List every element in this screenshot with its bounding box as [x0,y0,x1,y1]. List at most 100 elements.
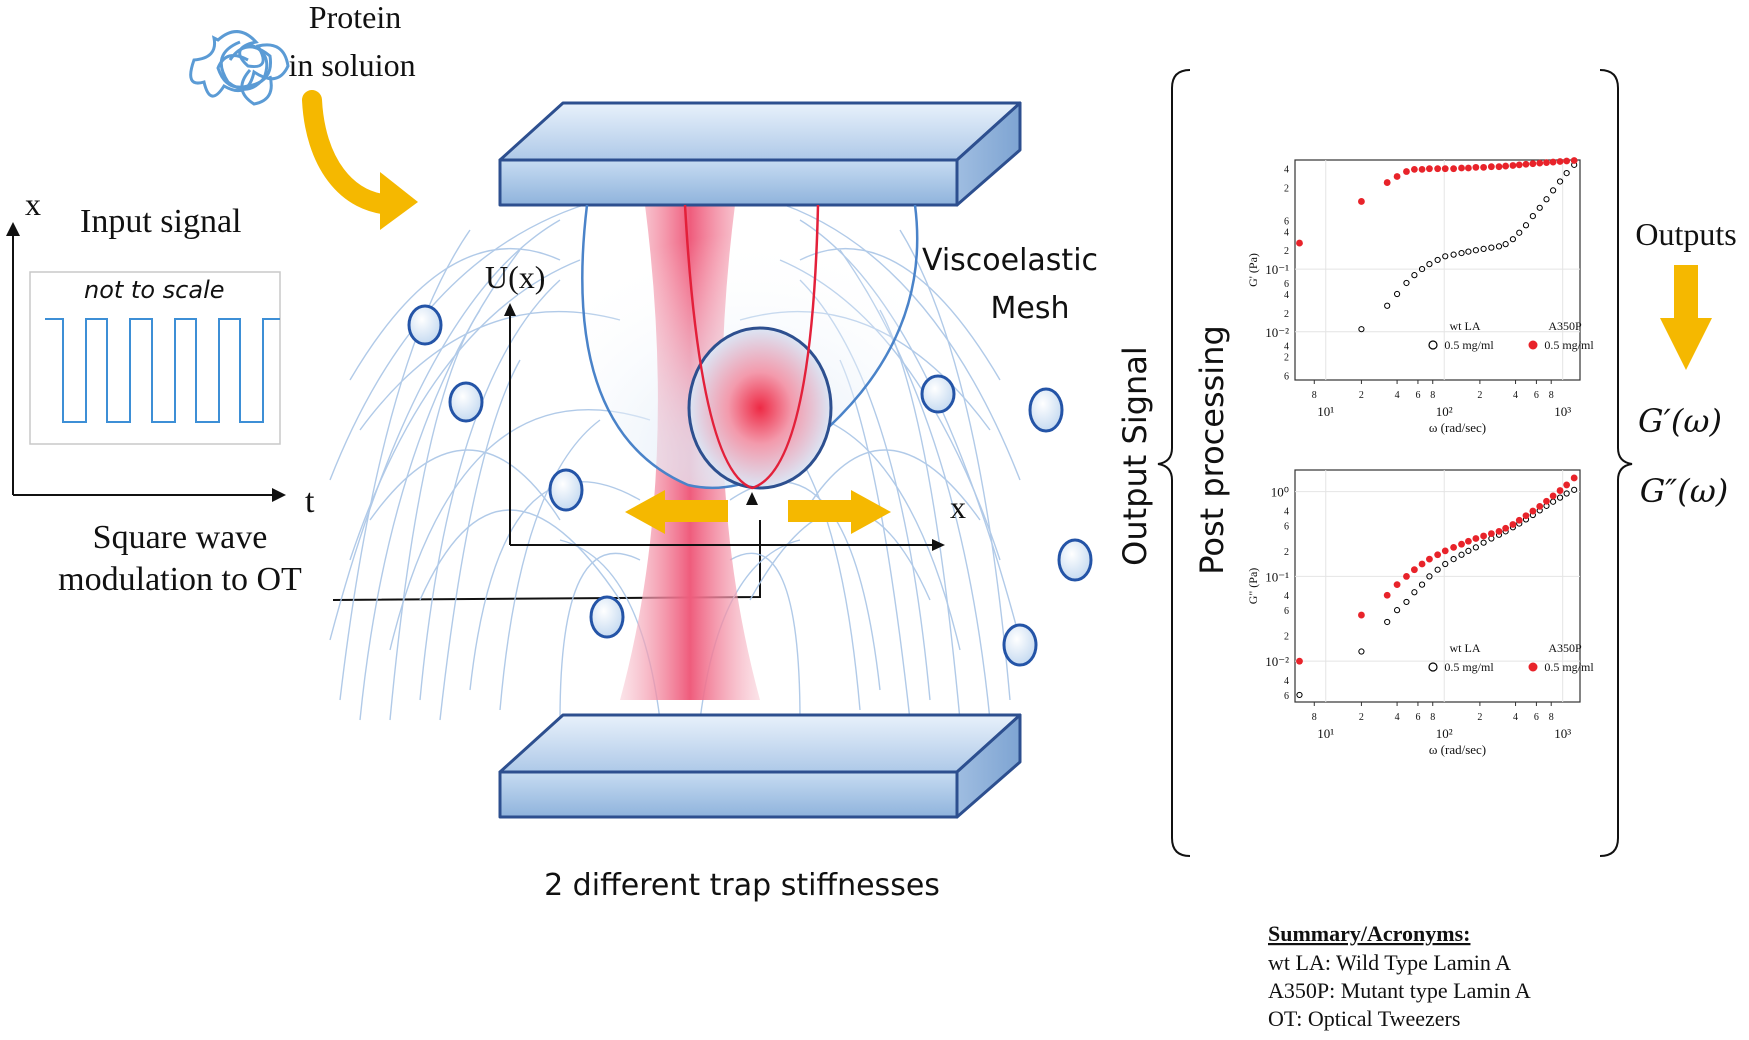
data-point-wt-la [1384,302,1391,309]
outputs-arrow-shaft [1674,265,1698,321]
data-point-a350p [1529,507,1537,515]
data-point-wt-la [1403,598,1410,606]
data-point-a350p [1543,497,1550,505]
summary-line-3: OT: Optical Tweezers [1268,1006,1460,1031]
legend-sub: 0.5 mg/ml [1444,338,1494,352]
legend-name: wt LA [1450,319,1481,333]
data-point-wt-la [1411,589,1418,596]
position-axis-label: x [950,489,966,525]
x-minor-label: 4 [1513,712,1518,723]
x-minor-label: 6 [1415,712,1420,723]
x-minor-label: 4 [1395,712,1400,723]
data-point-a350p [1458,164,1465,172]
legend-marker-filled [1528,662,1538,672]
data-point-wt-la [1403,279,1410,287]
data-point-wt-la [1465,248,1472,255]
data-point-a350p [1393,581,1401,589]
top-plate [498,101,1022,207]
x-minor-label: 8 [1430,712,1435,723]
x-tick-label: 10² [1436,726,1453,741]
x-tick-label: 10³ [1554,404,1571,419]
legend-marker-filled [1528,340,1538,350]
x-minor-label: 6 [1534,712,1539,723]
data-point-wt-la [1522,222,1530,229]
x-minor-label: 6 [1534,390,1539,401]
data-point-wt-la [1384,618,1391,626]
g-double-prime-label: G″(ω) [1640,472,1729,510]
y-axis-title: G" (Pa) [1246,568,1260,605]
data-point-a350p [1515,516,1523,524]
data-point-wt-la [1536,204,1543,211]
data-point-wt-la [1296,691,1303,699]
data-point-a350p [1509,521,1517,528]
data-point-a350p [1296,657,1303,665]
data-point-a350p [1529,160,1537,168]
data-point-a350p [1480,532,1488,540]
data-point-wt-la [1509,236,1517,243]
data-point-wt-la [1495,243,1503,250]
data-point-a350p [1502,162,1510,170]
data-point-wt-la [1418,581,1426,588]
x-minor-label: 2 [1477,712,1482,723]
mesh-label-line2: Mesh [991,291,1070,326]
data-point-a350p [1480,163,1488,171]
y-tick-label: 10⁻¹ [1265,569,1289,584]
data-point-wt-la [1434,256,1441,264]
mesh-label-line1: Viscoelastic [922,243,1098,278]
input-t-arrow-icon [272,488,286,502]
left-curly-brace [1157,69,1191,857]
potential-label: U(x) [485,259,545,295]
data-point-wt-la [1563,169,1570,177]
plot-frame [1294,159,1581,381]
square-wave-signal [45,318,280,423]
mesh-bead [1002,623,1038,667]
data-point-wt-la [1516,229,1523,236]
data-point-a350p [1410,566,1418,574]
x-tick-label: 10¹ [1317,404,1334,419]
data-point-a350p [1472,163,1480,171]
data-point-wt-la [1571,486,1578,493]
mesh-beads [407,304,1093,667]
data-point-a350p [1434,551,1442,559]
data-point-wt-la [1529,213,1536,220]
data-point-a350p [1393,173,1401,180]
data-point-wt-la [1543,196,1550,203]
data-point-a350p [1450,165,1458,173]
right-curly-brace [1599,69,1633,857]
legend-marker-open [1428,662,1438,672]
data-point-a350p [1556,158,1564,165]
data-point-wt-la [1480,539,1487,546]
input-signal-box [29,271,281,445]
data-point-wt-la [1563,490,1570,497]
protein-label-line2: in soluion [288,47,415,83]
y-minor-label: 4 [1284,506,1289,517]
data-point-a350p [1536,502,1544,510]
post-processing-label: Post processing [1193,325,1231,575]
y-minor-label: 2 [1284,246,1289,257]
data-point-wt-la [1472,247,1479,254]
data-point-a350p [1418,560,1426,568]
y-minor-label: 4 [1284,591,1289,602]
input-x-axis-label: x [25,186,41,222]
mesh-bead [548,468,584,512]
x-minor-label: 2 [1359,390,1364,401]
legend-sub: 0.5 mg/ml [1444,660,1494,674]
data-point-a350p [1472,535,1480,542]
y-minor-label: 6 [1284,521,1289,532]
legend-name: wt LA [1450,641,1481,655]
x-minor-label: 8 [1312,712,1317,723]
y-minor-label: 6 [1284,606,1289,617]
x-minor-label: 8 [1430,390,1435,401]
data-point-wt-la [1556,178,1564,185]
not-to-scale-note: not to scale [84,276,225,304]
protein-coil-icon [189,30,290,106]
summary-heading: Summary/Acronyms: [1268,921,1470,946]
data-point-a350p [1403,168,1410,175]
y-tick-label: 10⁰ [1271,485,1289,500]
data-point-a350p [1441,547,1449,555]
data-point-a350p [1434,165,1442,173]
stiff-potential-well [683,204,820,490]
y-tick-label: 10⁻¹ [1265,262,1289,277]
data-point-wt-la [1458,249,1465,257]
